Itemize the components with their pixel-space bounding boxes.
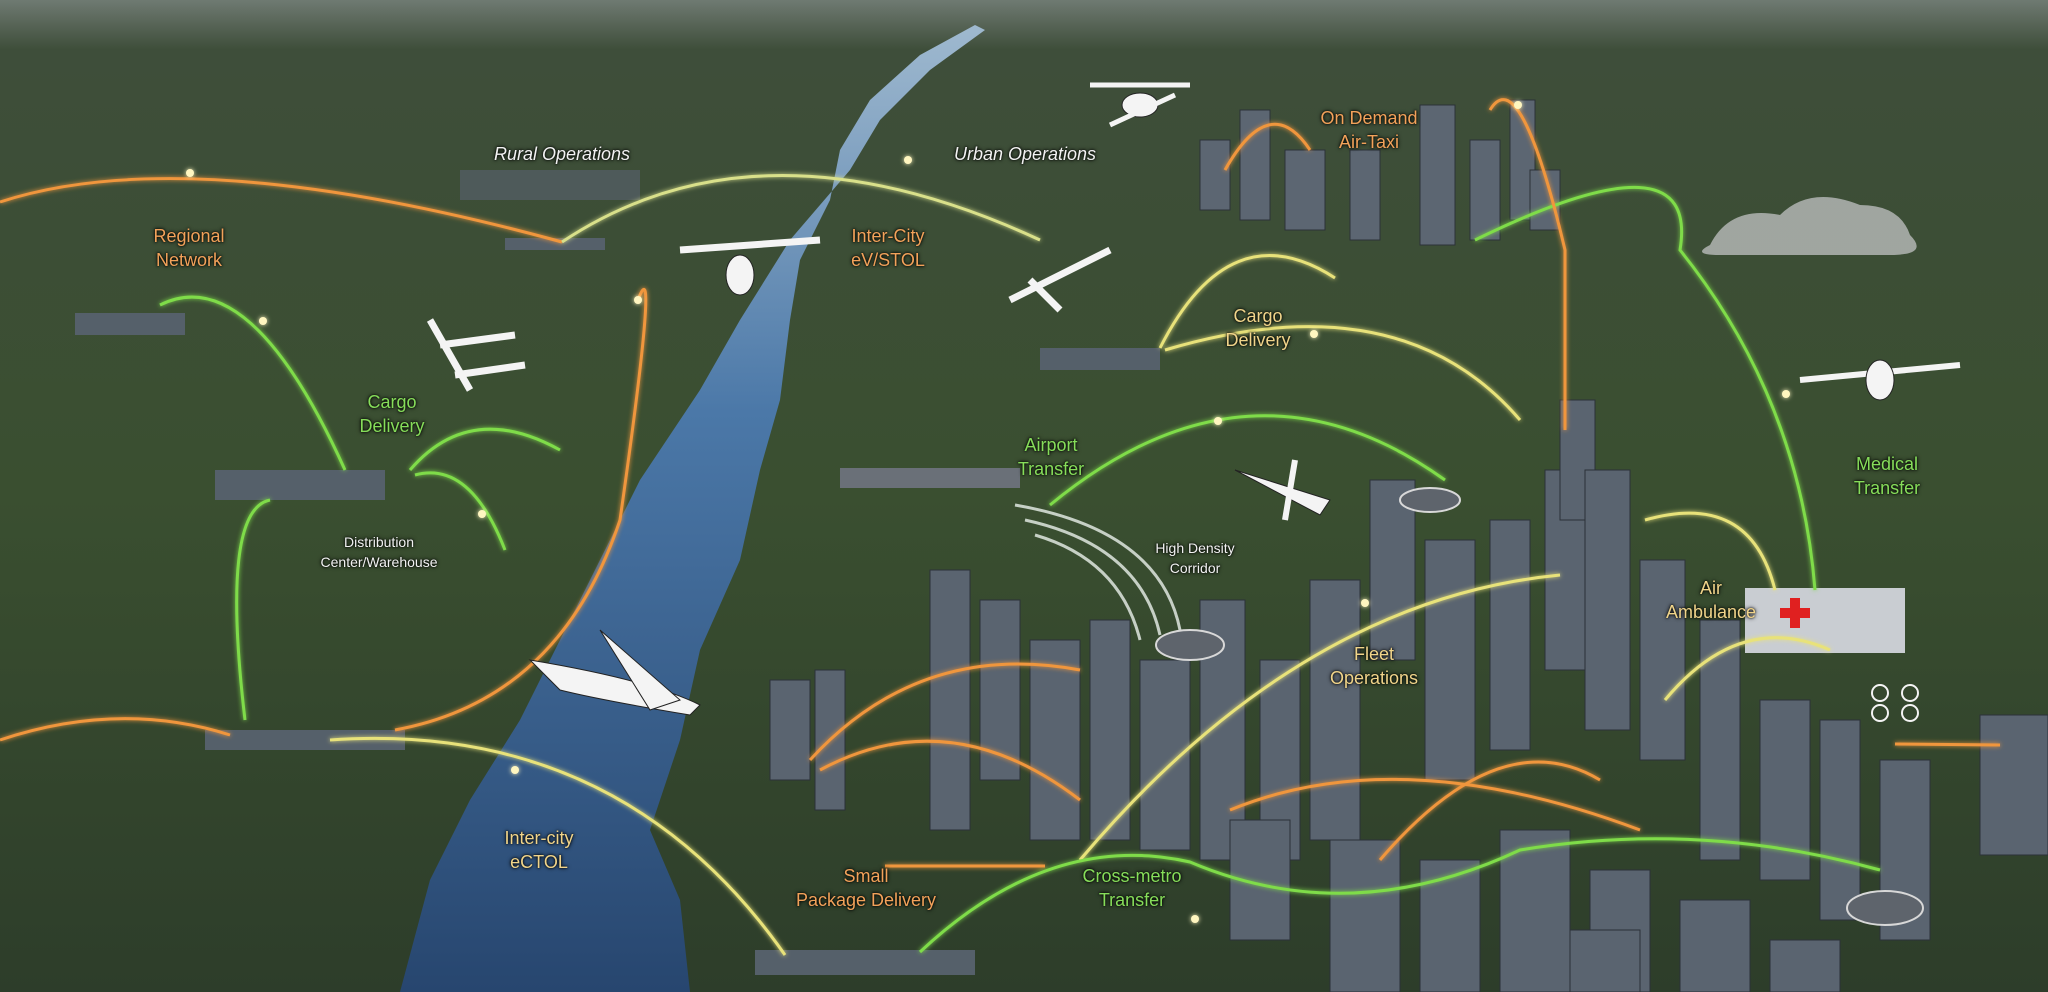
label-line: Network	[155, 250, 222, 270]
label-line: On Demand	[1320, 108, 1418, 128]
air-taxi-aircraft-icon	[1090, 82, 1190, 128]
route-drone	[1894, 742, 2001, 747]
route-cargo-left-4	[235, 498, 271, 721]
quadcopter-drone-icon	[1871, 684, 1919, 722]
label-line: Inter-city	[504, 828, 574, 848]
route-cargo-left-3	[414, 471, 507, 551]
label-line: Transfer	[1098, 890, 1166, 910]
route-downtown-4	[1378, 760, 1601, 861]
red-cross-icon	[1780, 598, 1810, 628]
label-inter-city-evstol: Inter-City eV/STOL	[851, 224, 925, 272]
label-line: Center/Warehouse	[320, 554, 438, 570]
route-fleet	[1078, 573, 1561, 861]
route-downtown-1	[808, 662, 1081, 762]
route-cargo-left	[159, 295, 347, 471]
label-line: Cargo	[1233, 306, 1283, 326]
label-line: Cargo	[367, 392, 417, 412]
label-line: Package Delivery	[795, 890, 937, 910]
route-nodes	[186, 101, 1790, 923]
label-line: Small	[843, 866, 889, 886]
label-line: Delivery	[359, 416, 425, 436]
river	[400, 25, 985, 992]
medical-aircraft-icon	[1799, 359, 1961, 401]
label-line: eV/STOL	[851, 250, 925, 270]
label-line: Regional	[153, 226, 225, 246]
route-downtown-2	[819, 739, 1081, 802]
label-rural-operations: Rural Operations	[493, 144, 631, 164]
route-ectol	[329, 736, 787, 956]
label-line: Inter-City	[851, 226, 925, 246]
tiltrotor-aircraft-icon	[1234, 459, 1331, 521]
label-urban-operations: Urban Operations	[953, 144, 1097, 164]
label-line: Air-Taxi	[1338, 132, 1399, 152]
hospital-building	[1745, 588, 1905, 653]
route-cargo-right	[1158, 254, 1336, 349]
aircraft	[426, 82, 1961, 722]
label-line: Fleet	[1353, 644, 1395, 664]
route-air-taxi-2	[1488, 98, 1567, 430]
city-downtown	[769, 399, 2048, 992]
route-downtown-3	[1229, 777, 1641, 832]
label-line: Airport	[1024, 435, 1078, 455]
route-air-ambulance-2	[1663, 636, 1831, 701]
high-density-corridor	[1014, 503, 1182, 641]
helipads	[1155, 487, 1924, 926]
cloud	[1702, 197, 1917, 255]
label-line: Distribution	[343, 534, 415, 550]
route-medical	[1474, 186, 1817, 591]
label-line: Operations	[1329, 668, 1419, 688]
route-cross-metro	[918, 837, 1881, 954]
route-air-taxi	[1223, 122, 1312, 171]
ectol-aircraft-icon	[528, 629, 701, 716]
rural-buildings	[75, 170, 1160, 975]
route-rural-urban	[561, 174, 1041, 244]
route-regional-2	[394, 287, 648, 732]
label-line: Delivery	[1225, 330, 1291, 350]
label-line: High Density	[1155, 540, 1235, 556]
route-air-ambulance	[1644, 511, 1777, 591]
cargo-drone-icon	[426, 318, 526, 392]
label-line: Air	[1700, 578, 1722, 598]
label-line: Transfer	[1017, 459, 1085, 479]
label-line: Ambulance	[1665, 602, 1757, 622]
route-cargo-right-2	[1164, 325, 1522, 421]
label-line: eCTOL	[510, 852, 568, 872]
route-ectol-ground	[0, 717, 231, 742]
route-airport	[1049, 414, 1446, 507]
stol-aircraft-icon	[1008, 246, 1112, 313]
label-line: Medical	[1855, 454, 1919, 474]
label-inter-city-ectol: Inter-city eCTOL	[504, 826, 573, 874]
evstol-aircraft-icon	[679, 236, 821, 296]
label-line: Cross-metro	[1082, 866, 1182, 886]
route-regional	[0, 177, 563, 244]
city-uptown	[1199, 99, 1561, 246]
route-cargo-left-2	[408, 427, 561, 471]
label-line: Transfer	[1853, 478, 1921, 498]
label-line: Corridor	[1169, 560, 1221, 576]
